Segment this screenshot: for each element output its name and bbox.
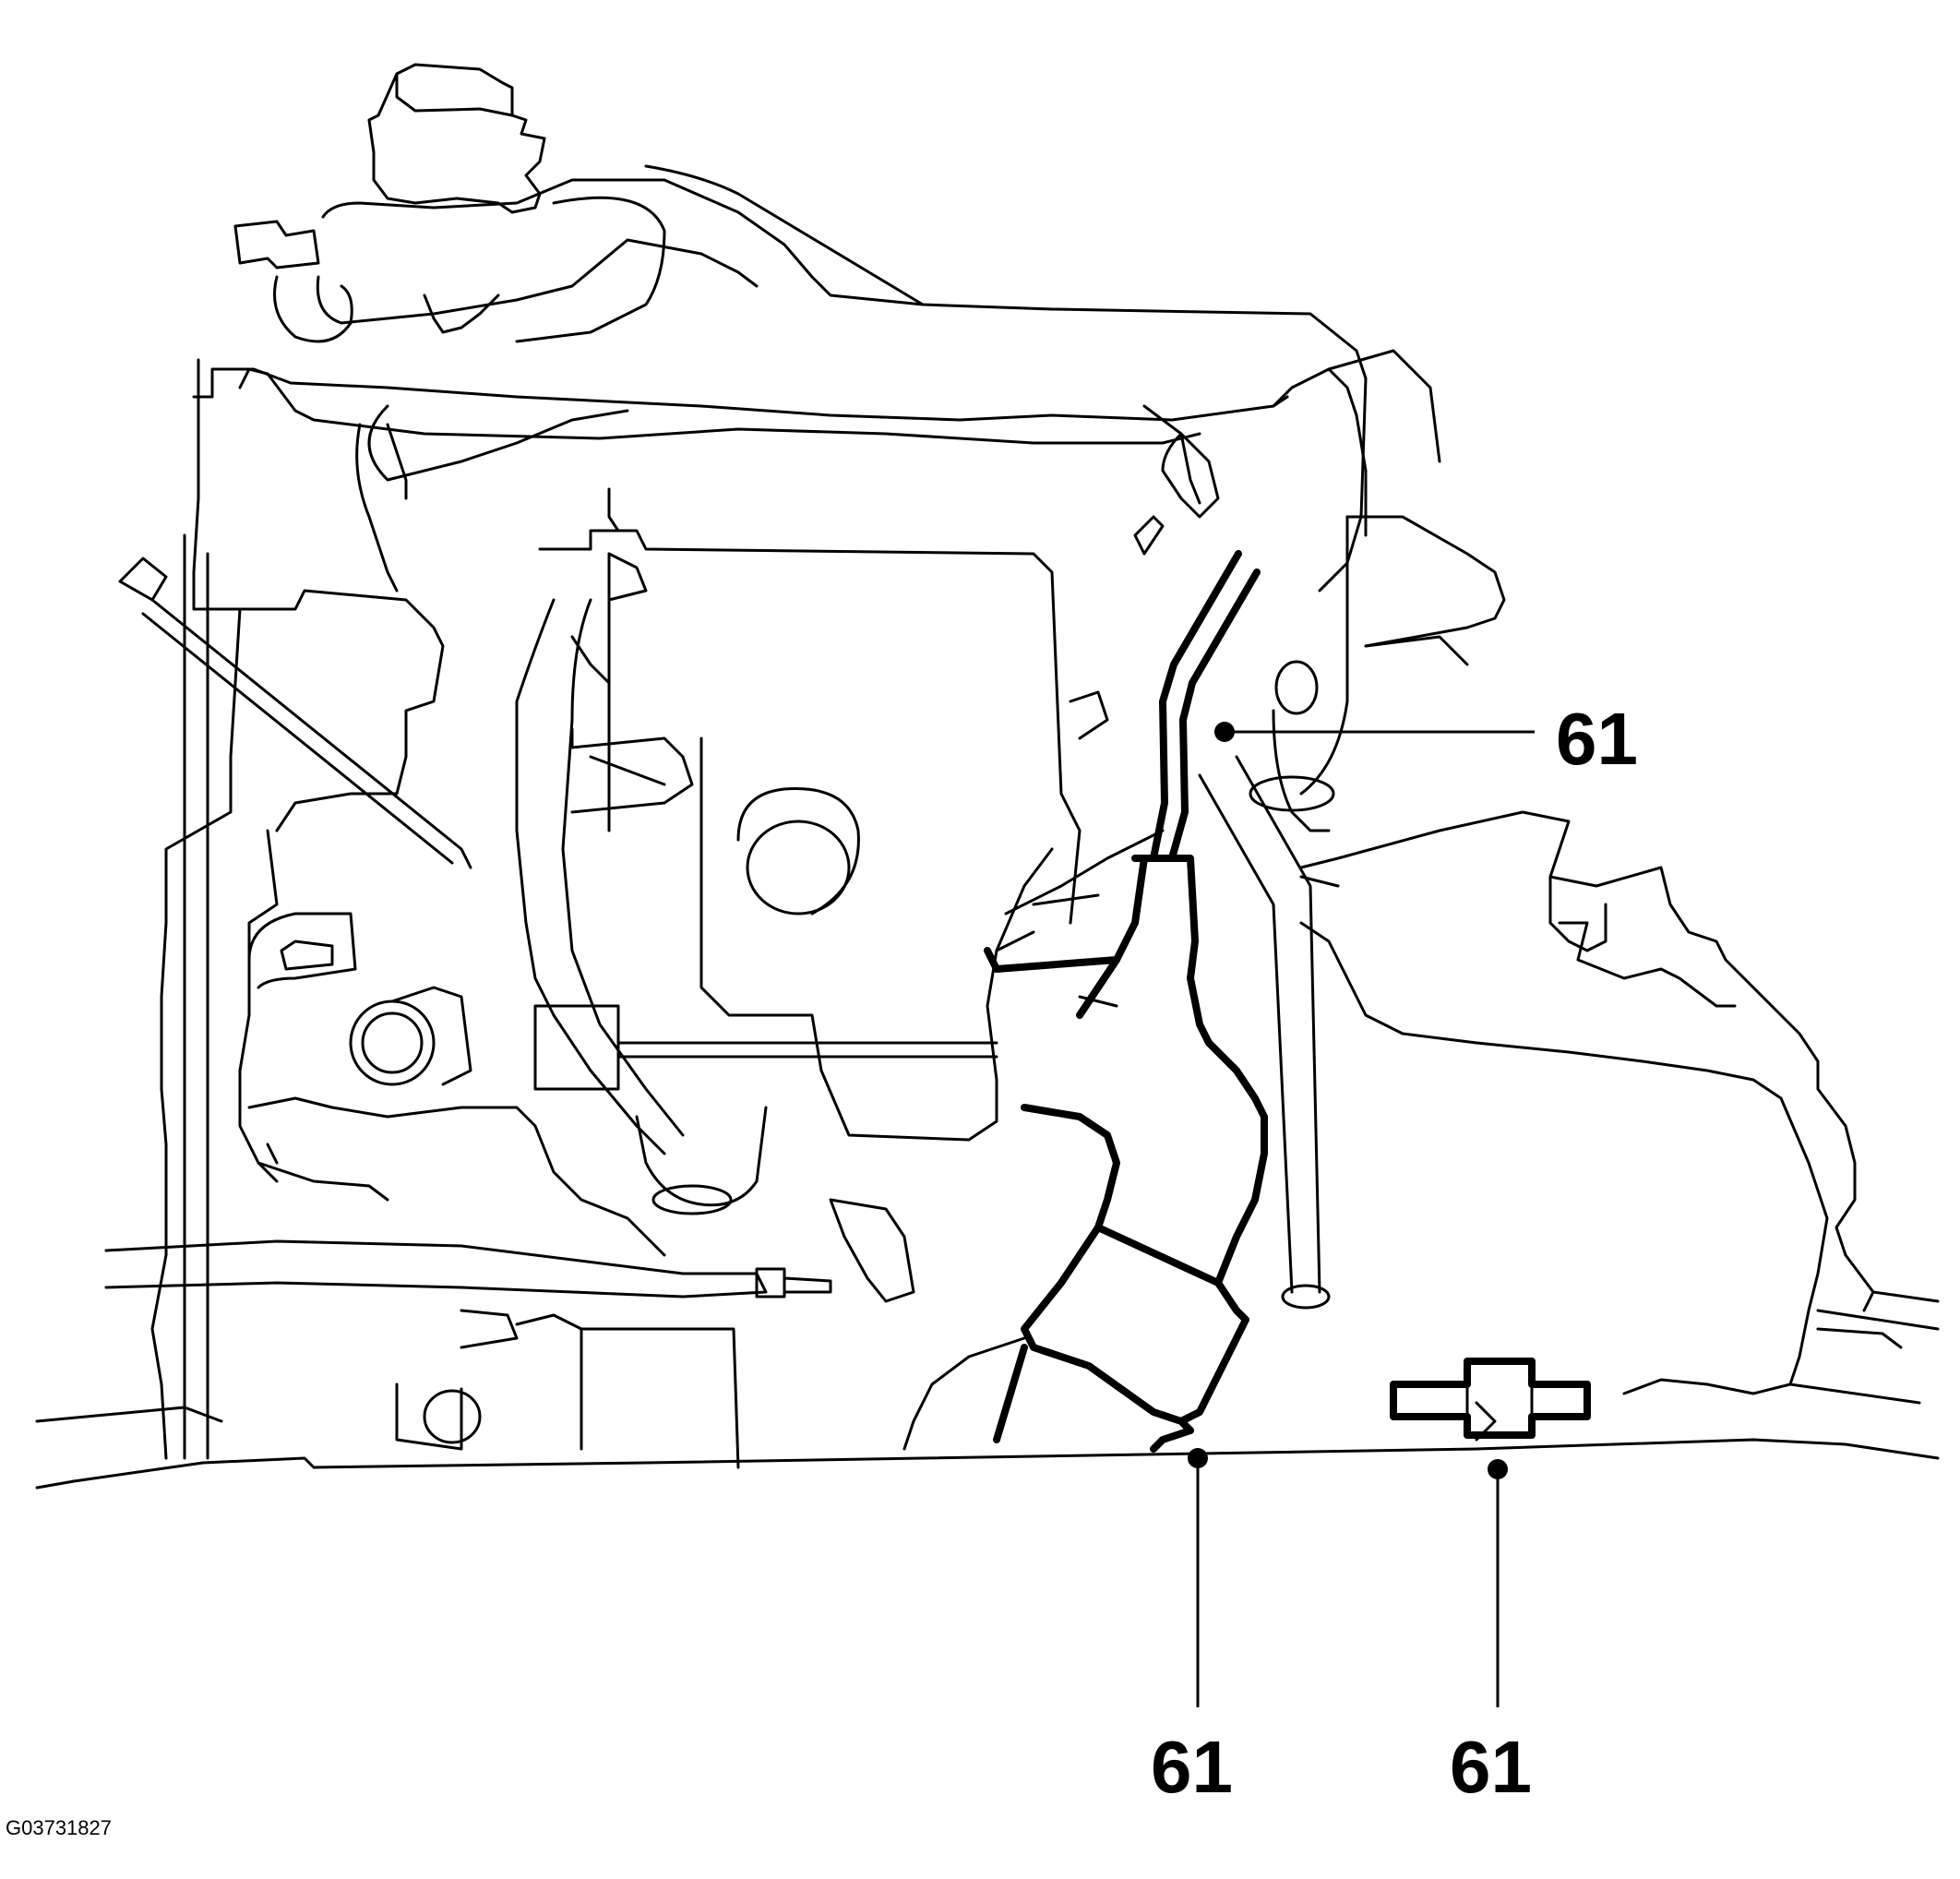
bracket-lower-right bbox=[1390, 1358, 1591, 1439]
callout-upper-right-label: 61 bbox=[1556, 698, 1638, 780]
callout-bottom-right-label: 61 bbox=[1450, 1726, 1532, 1808]
callout-bottom-center: 61 bbox=[1151, 1448, 1233, 1808]
callout-bottom-center-label: 61 bbox=[1151, 1726, 1233, 1808]
callout-upper-right: 61 bbox=[1214, 698, 1638, 780]
figure-code: G03731827 bbox=[6, 1816, 112, 1839]
callout-bottom-right: 61 bbox=[1450, 1459, 1532, 1808]
highlighted-hose bbox=[984, 550, 1268, 1453]
engine-line-art bbox=[35, 63, 1940, 1490]
